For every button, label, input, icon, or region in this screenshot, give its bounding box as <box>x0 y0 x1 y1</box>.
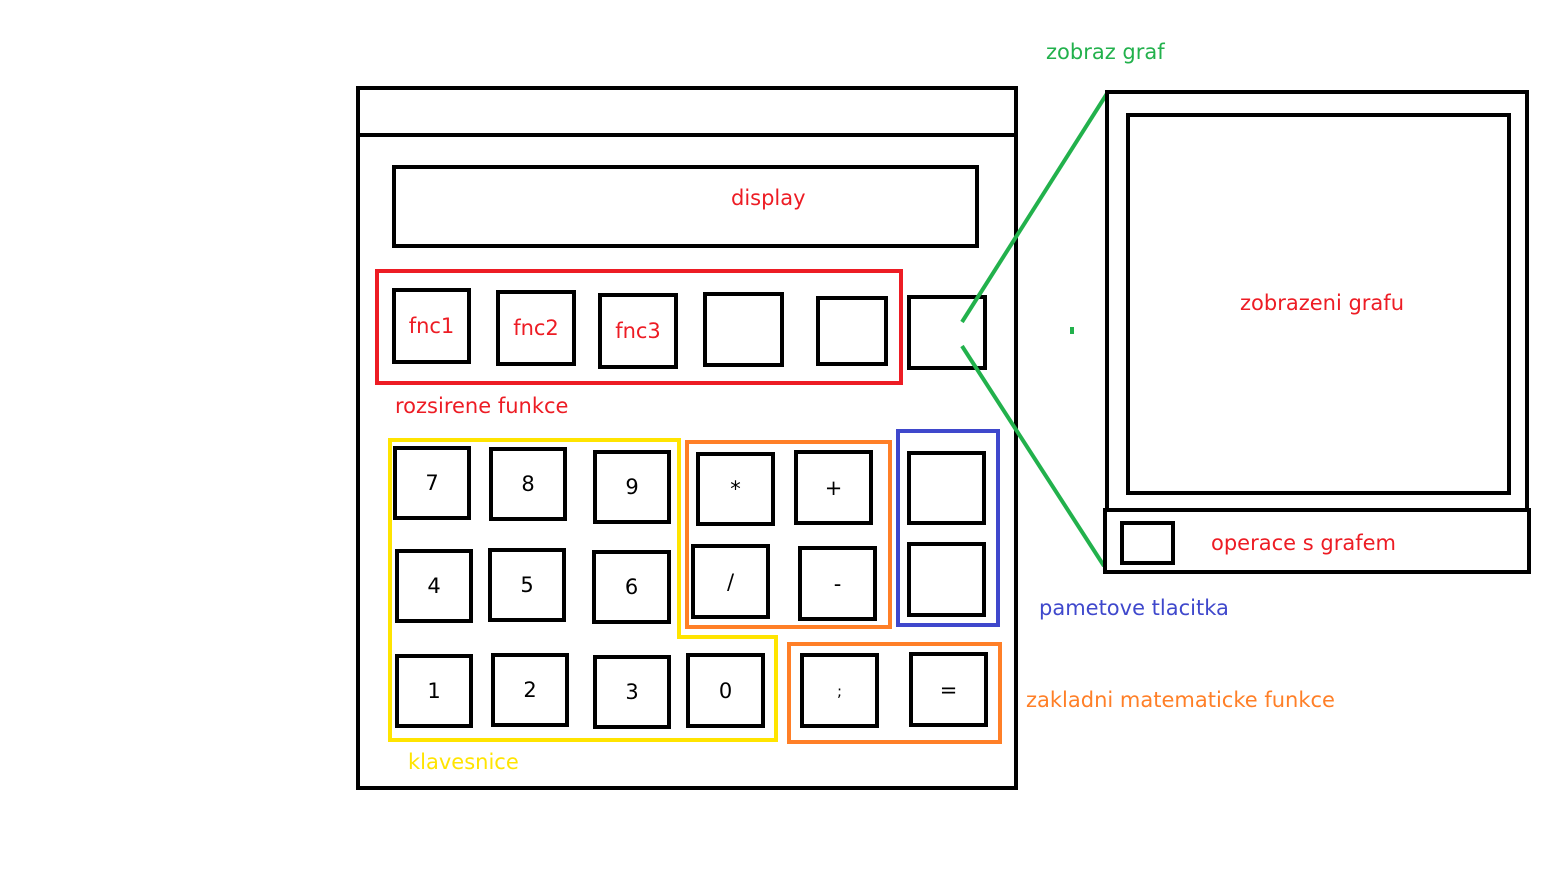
fnc2-button[interactable]: fnc2 <box>496 290 576 366</box>
memory-buttons-label: pametove tlacitka <box>1039 596 1229 620</box>
multiply-button[interactable]: * <box>696 452 775 526</box>
key-0[interactable]: 0 <box>686 653 765 728</box>
basic-math-functions-label: zakladni matematicke funkce <box>1026 688 1335 712</box>
equals-button[interactable]: = <box>909 652 988 727</box>
memory-button-1[interactable] <box>907 451 986 525</box>
fnc1-button[interactable]: fnc1 <box>392 288 471 364</box>
display-label: display <box>731 186 806 210</box>
graph-operations-bar <box>1103 508 1531 574</box>
plus-button[interactable]: + <box>794 450 873 525</box>
key-6[interactable]: 6 <box>592 550 671 624</box>
fnc3-button[interactable]: fnc3 <box>598 293 678 369</box>
memory-button-2[interactable] <box>907 542 986 617</box>
key-8[interactable]: 8 <box>489 447 567 521</box>
extended-functions-label: rozsirene funkce <box>395 394 569 418</box>
key-5[interactable]: 5 <box>488 548 566 622</box>
function-button-5[interactable] <box>816 296 888 366</box>
key-9[interactable]: 9 <box>593 450 671 524</box>
minus-button[interactable]: - <box>798 546 877 621</box>
key-3[interactable]: 3 <box>593 655 671 729</box>
function-button-4[interactable] <box>703 292 784 367</box>
graph-display <box>1126 113 1511 495</box>
key-1[interactable]: 1 <box>395 654 473 728</box>
semicolon-button[interactable]: ; <box>800 653 879 728</box>
keypad-label: klavesnice <box>408 750 519 774</box>
extended-functions-group <box>375 269 903 385</box>
title-bar-divider <box>356 133 1018 137</box>
key-4[interactable]: 4 <box>395 549 473 623</box>
show-graph-label: zobraz graf <box>1046 40 1165 64</box>
key-2[interactable]: 2 <box>491 653 569 727</box>
divide-button[interactable]: / <box>691 544 770 619</box>
key-7[interactable]: 7 <box>393 446 471 520</box>
graph-display-label: zobrazeni grafu <box>1240 291 1405 315</box>
display <box>392 165 979 248</box>
graph-operations-label: operace s grafem <box>1211 531 1396 555</box>
show-graph-button[interactable] <box>907 295 987 370</box>
graph-operation-button[interactable] <box>1120 521 1175 565</box>
